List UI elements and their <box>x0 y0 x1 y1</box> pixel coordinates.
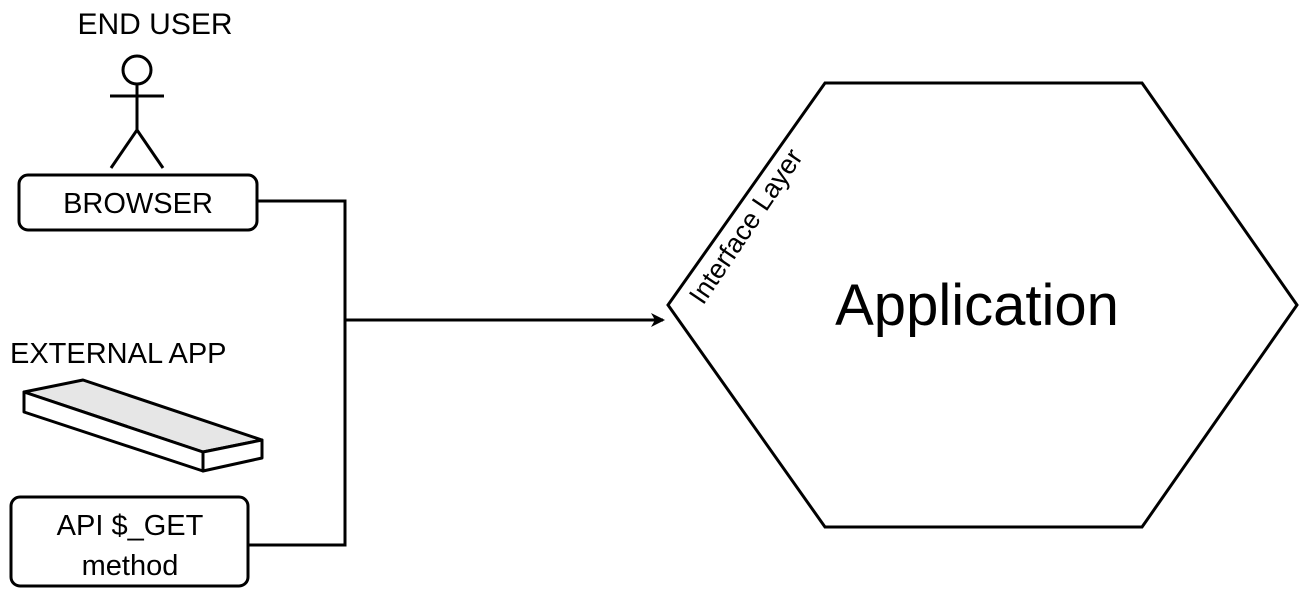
api-label-line2: method <box>82 550 179 582</box>
external-app-slab-icon <box>22 378 264 473</box>
external-app-label: EXTERNAL APP <box>10 338 227 370</box>
browser-node: BROWSER <box>17 173 259 232</box>
connector-lines <box>248 199 347 547</box>
end-user-figure-icon <box>109 54 165 169</box>
end-user-label: END USER <box>77 8 232 41</box>
application-hexagon <box>666 81 1299 529</box>
api-get-node: API $_GET method <box>9 495 250 588</box>
browser-label: BROWSER <box>63 188 213 220</box>
api-label-line1: API $_GET <box>57 510 204 542</box>
application-label: Application <box>835 273 1119 338</box>
